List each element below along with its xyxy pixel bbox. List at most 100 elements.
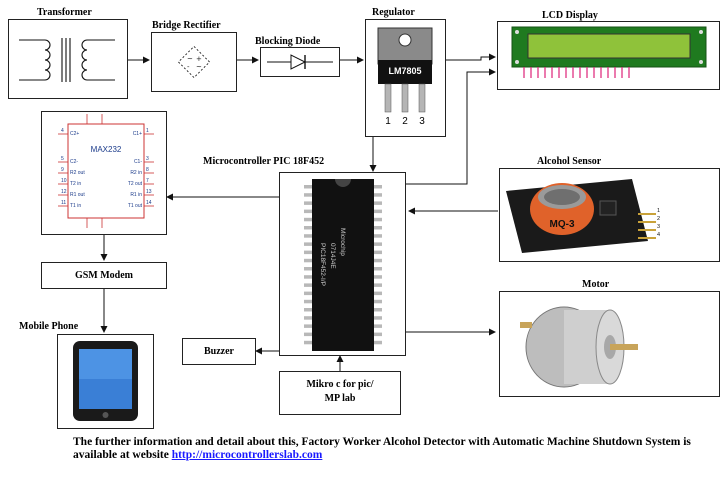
pic-pin (374, 258, 382, 263)
pic-pin (374, 324, 382, 328)
motor-block (499, 291, 720, 397)
buzzer-text: Buzzer (204, 346, 234, 357)
max232-pin-t2out: T2 out (127, 181, 142, 187)
pic-pin (304, 217, 312, 222)
max232-pin-num: 7 (146, 178, 149, 184)
blocking-diode-label: Blocking Diode (255, 36, 321, 47)
max232-pin-t1in: T1 in (70, 203, 82, 209)
max232-pin-r2in: R2 in (130, 170, 142, 176)
max232-pin-r1in: R1 in (130, 192, 142, 198)
transformer-block (8, 19, 128, 99)
pic-pin (304, 242, 312, 246)
programmer-line-2: MP lab (324, 393, 356, 404)
pic-pin (374, 283, 382, 287)
regulator-ic (377, 27, 433, 113)
regulator-label: Regulator (372, 7, 415, 18)
pic-pin (304, 291, 312, 296)
transformer-symbol (19, 38, 115, 82)
pic-pin (304, 185, 312, 189)
pic-pin (304, 299, 312, 304)
max232-pin-num: 12 (61, 189, 67, 195)
max232-block: MAX232 C2+ C2- R2 out T2 in R1 out T1 in… (41, 111, 167, 235)
blocking-diode-block (260, 47, 340, 77)
buzzer-block: Buzzer (182, 338, 256, 365)
caption-text: The further information and detail about… (73, 436, 691, 461)
regulator-pin-1: 1 (385, 116, 391, 127)
pic-pin (374, 250, 382, 255)
pic-marking-2: 0714J4E (329, 243, 336, 269)
regulator-pin-3: 3 (419, 116, 425, 127)
pic-brand: Microchip (339, 228, 346, 256)
sensor-pin-2: 2 (657, 216, 661, 222)
max232-pin-num: 13 (146, 189, 152, 195)
pic-pin (304, 340, 312, 345)
mq3-sensor (506, 179, 656, 253)
max232-pin-num: 10 (61, 178, 67, 184)
pic-pin (374, 185, 382, 189)
pic-pin (374, 217, 382, 222)
max232-pin-num: 11 (61, 200, 67, 206)
programmer-text: Mikro c for pic/ MP lab (280, 378, 400, 406)
max232-pin-num: 5 (61, 156, 64, 162)
pic-pin (374, 299, 382, 304)
svg-text:~: ~ (187, 55, 193, 63)
lcd-display-block (497, 21, 720, 90)
max232-pin-num: 3 (146, 156, 149, 162)
microcontroller-label: Microcontroller PIC 18F452 (203, 156, 325, 167)
pic-pin (304, 308, 312, 312)
pic-pin (374, 201, 382, 205)
pic-marking-1: PIC18F452-I/P (319, 243, 326, 286)
pic-pin (374, 193, 382, 197)
website-link[interactable]: http://microcontrollerslab.com (171, 449, 323, 461)
sensor-pin-4: 4 (657, 232, 661, 238)
max232-left-pins: C2+ C2- R2 out T2 in R1 out T1 in (70, 129, 85, 212)
pic-pin (374, 209, 382, 214)
motor-label: Motor (582, 279, 610, 290)
sensor-part-text: MQ-3 (549, 219, 575, 230)
caption: The further information and detail about… (73, 436, 713, 462)
pic-pin (374, 275, 382, 279)
max232-pin-num: 9 (61, 167, 64, 173)
max232-ic (58, 114, 154, 228)
pic-pin (304, 193, 312, 197)
max232-pin-t1out: T1 out (127, 203, 142, 209)
regulator-part-text: LM7805 (388, 66, 422, 76)
pic-pin (304, 275, 312, 279)
max232-pin-c2plus: C2+ (70, 131, 80, 137)
max232-pin-num: 1 (146, 128, 149, 134)
pic-pin (304, 226, 312, 230)
max232-pin-num: 8 (146, 167, 149, 173)
mobile-phone-block (57, 334, 154, 429)
pic-pin (304, 250, 312, 255)
lcd-display-label: LCD Display (542, 10, 598, 21)
mobile-phone-icon (73, 341, 138, 421)
pic-pin (304, 267, 312, 271)
pic-pin (304, 209, 312, 214)
bridge-rectifier-label: Bridge Rectifier (152, 20, 221, 31)
max232-left-pin-numbers: 4 5 9 10 12 11 (61, 126, 67, 209)
pic-pin (374, 340, 382, 345)
programmer-line-1: Mikro c for pic/ (306, 379, 374, 390)
bridge-rectifier-block: ~ + - ~ (151, 32, 237, 92)
transformer-label: Transformer (37, 7, 92, 18)
alcohol-sensor-label: Alcohol Sensor (537, 156, 602, 167)
pic-pin (304, 283, 312, 287)
max232-pin-num: 14 (146, 200, 152, 206)
max232-right-pin-numbers: 1 3 8 7 13 14 (146, 126, 152, 209)
diode-symbol (267, 54, 333, 70)
max232-pin-r1out: R1 out (70, 192, 85, 198)
max232-pin-t2in: T2 in (70, 181, 82, 187)
max232-right-pins: C1+ C1- R2 in T2 out R1 in T1 out (118, 129, 142, 212)
programmer-block: Mikro c for pic/ MP lab (279, 371, 401, 415)
gsm-modem-text: GSM Modem (74, 270, 134, 281)
alcohol-sensor-block: MQ-3 1 2 3 4 (499, 168, 720, 262)
mobile-phone-label: Mobile Phone (19, 321, 79, 332)
pic-pin (304, 234, 312, 238)
max232-title: MAX232 (90, 145, 122, 154)
max232-pin-c1plus: C1+ (132, 131, 142, 137)
sensor-pin-numbers: 1 2 3 4 (657, 207, 660, 239)
pic-chip (304, 179, 382, 351)
max232-pin-c1minus: C1- (133, 159, 142, 165)
sensor-pin-3: 3 (657, 224, 661, 230)
sensor-pin-1: 1 (657, 208, 661, 214)
